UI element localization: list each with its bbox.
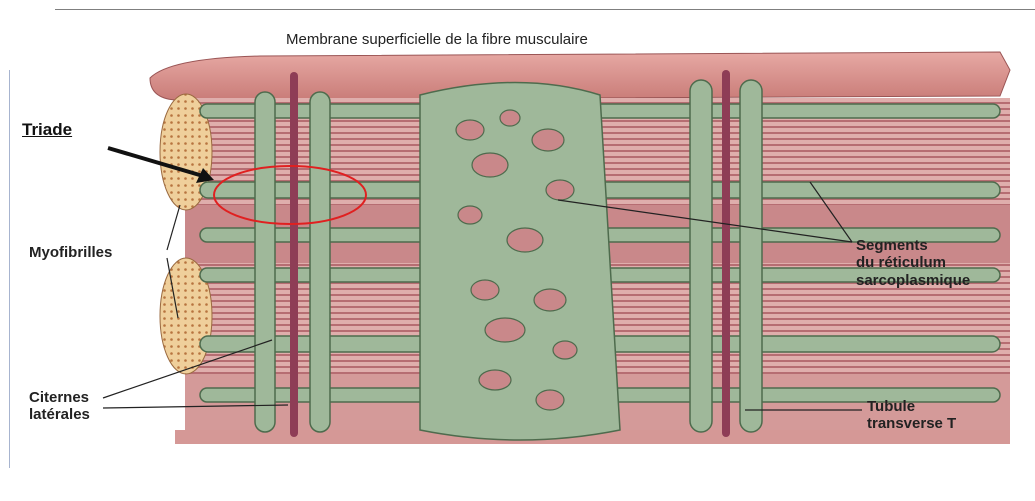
myofibrilles-label: Myofibrilles [29, 245, 112, 262]
citernes-label-line: Citernes [29, 389, 90, 406]
triade-label: Triade [22, 121, 72, 140]
citernes-laterales-label: Citernes latérales [29, 389, 90, 424]
segments-label-line: du réticulum [856, 254, 970, 271]
segments-label-line: sarcoplasmique [856, 272, 970, 289]
tubule-transverse-label: Tubule transverse T [867, 398, 956, 433]
segments-label-line: Segments [856, 237, 970, 254]
membrane-label: Membrane superficielle de la fibre muscu… [286, 32, 588, 49]
tubule-label-line: Tubule [867, 398, 956, 415]
citernes-label-line: latérales [29, 406, 90, 423]
tubule-label-line: transverse T [867, 415, 956, 432]
segments-reticulum-label: Segments du réticulum sarcoplasmique [856, 237, 970, 289]
